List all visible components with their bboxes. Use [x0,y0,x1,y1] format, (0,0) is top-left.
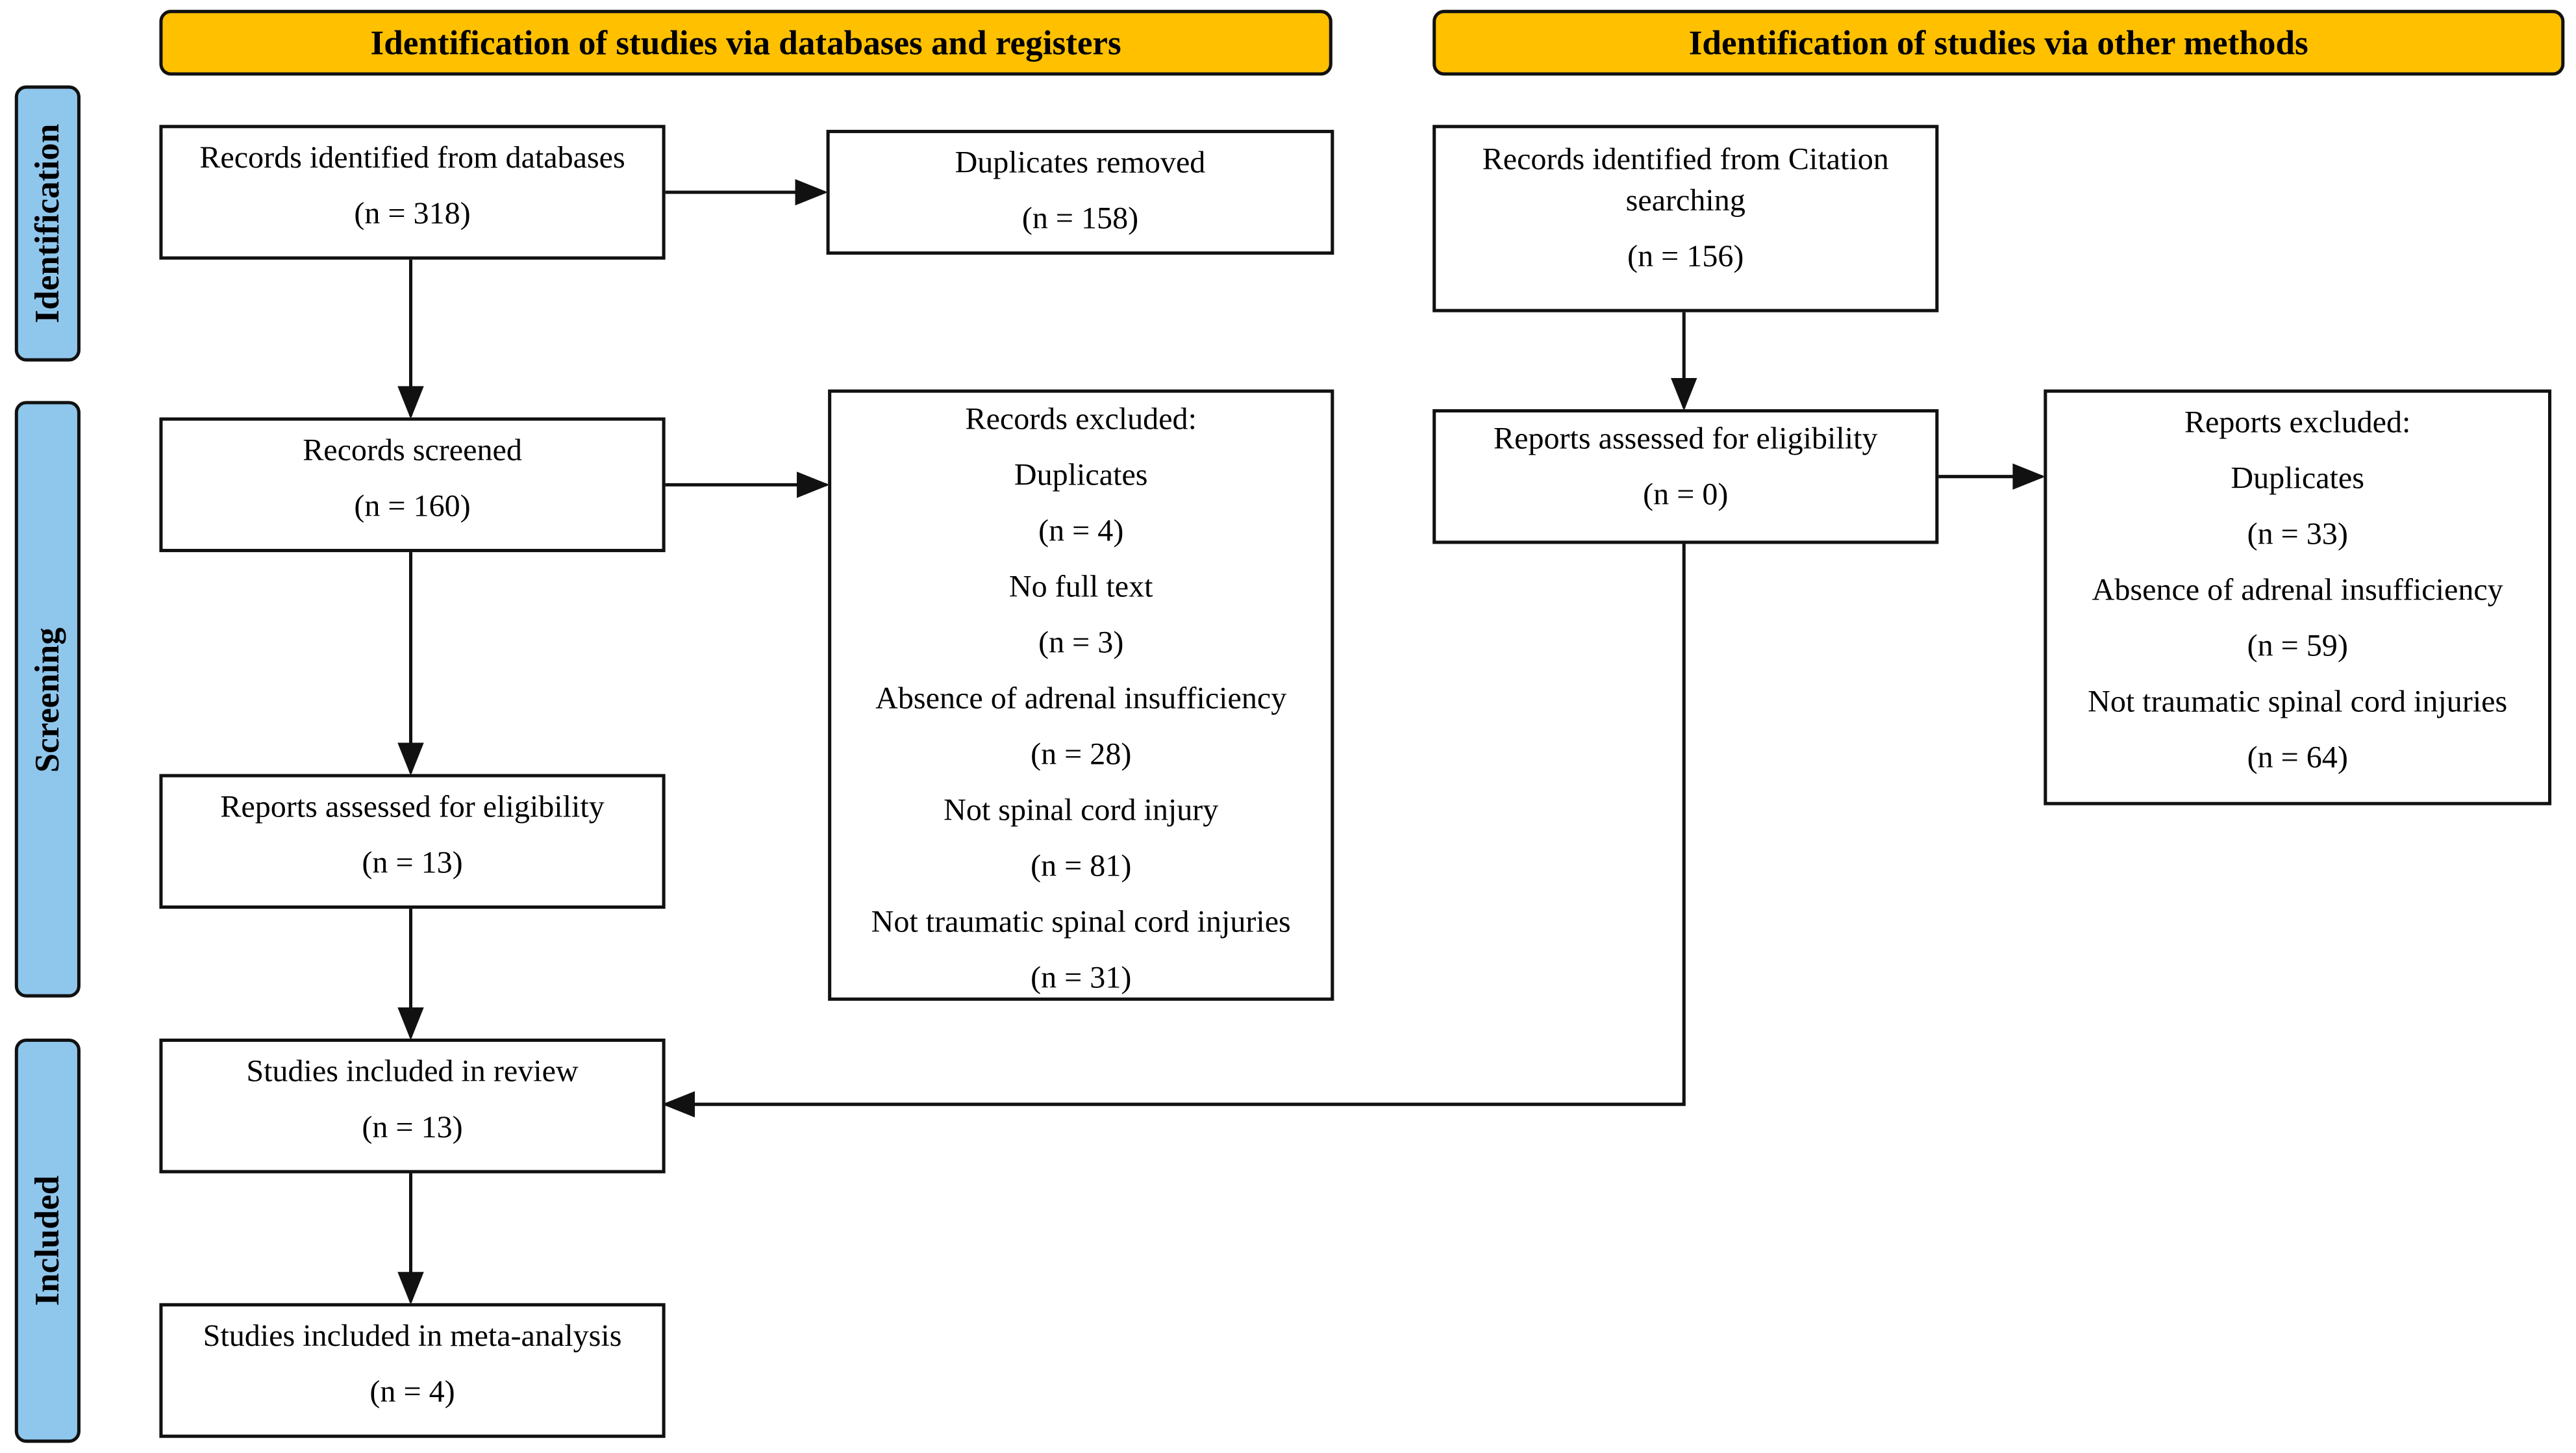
excluded-reason: Duplicates [2231,461,2364,497]
box-duplicates-removed: Duplicates removed (n = 158) [826,129,1334,255]
box-title-line1: Records identified from Citation [1482,143,1889,178]
phase-included: Included [14,1038,81,1443]
excluded-count: (n = 3) [1038,625,1124,661]
box-title: Studies included in review [246,1055,579,1090]
phase-screening: Screening [14,401,81,998]
excluded-count: (n = 31) [1031,961,1132,996]
excluded-count: (n = 81) [1031,850,1132,885]
excluded-reason: Not spinal cord injury [944,793,1219,829]
box-other-assessed: Reports assessed for eligibility (n = 0) [1432,409,1939,544]
header-databases-text: Identification of studies via databases … [370,22,1121,62]
box-other-excluded: Reports excluded: Duplicates (n = 33) Ab… [2044,389,2552,805]
box-title: Duplicates removed [955,146,1206,181]
box-studies-meta: Studies included in meta-analysis (n = 4… [159,1303,666,1438]
box-records-screened: Records screened (n = 160) [159,417,666,553]
box-count: (n = 4) [369,1375,455,1410]
phase-label: Included [27,1175,67,1306]
box-count: (n = 158) [1021,202,1139,237]
box-title: Studies included in meta-analysis [203,1319,622,1354]
box-records-identified: Records identified from databases (n = 3… [159,125,666,260]
box-count: (n = 318) [354,197,471,232]
box-count: (n = 13) [362,846,463,881]
excluded-reason: Duplicates [1014,458,1148,493]
box-title: Records screened [303,433,522,469]
excluded-count: (n = 33) [2247,517,2348,553]
excluded-reason: No full text [1008,570,1153,605]
box-title: Reports assessed for eligibility [220,790,605,826]
box-title: Records excluded: [965,402,1197,437]
phase-label: Screening [27,626,67,772]
box-reports-assessed: Reports assessed for eligibility (n = 13… [159,774,666,909]
excluded-reason: Absence of adrenal insufficiency [2092,573,2503,609]
header-databases: Identification of studies via databases … [159,10,1332,76]
box-studies-review: Studies included in review (n = 13) [159,1038,666,1174]
arrow-other-assessed-to-review [662,542,1686,1118]
box-count: (n = 13) [362,1111,463,1146]
box-title-line2: searching [1625,184,1745,219]
excluded-count: (n = 59) [2247,629,2348,664]
phase-identification: Identification [14,85,81,362]
excluded-reason: Absence of adrenal insufficiency [875,681,1287,717]
excluded-count: (n = 64) [2247,741,2348,776]
box-count: (n = 160) [354,489,471,525]
box-count: (n = 156) [1627,240,1744,275]
excluded-count: (n = 4) [1038,514,1124,550]
phase-label: Identification [27,123,67,323]
excluded-reason: Not traumatic spinal cord injuries [2088,685,2508,720]
excluded-reason: Not traumatic spinal cord injuries [871,905,1291,941]
box-title: Records identified from databases [199,141,625,176]
box-count: (n = 0) [1643,478,1729,513]
box-records-excluded: Records excluded: Duplicates (n = 4) No … [828,389,1334,1001]
box-title: Reports assessed for eligibility [1494,422,1878,457]
header-other-methods: Identification of studies via other meth… [1432,10,2565,76]
excluded-count: (n = 28) [1031,737,1132,773]
box-title: Reports excluded: [2184,405,2411,441]
header-other-text: Identification of studies via other meth… [1688,22,2308,62]
box-citation-searching: Records identified from Citation searchi… [1432,125,1939,312]
